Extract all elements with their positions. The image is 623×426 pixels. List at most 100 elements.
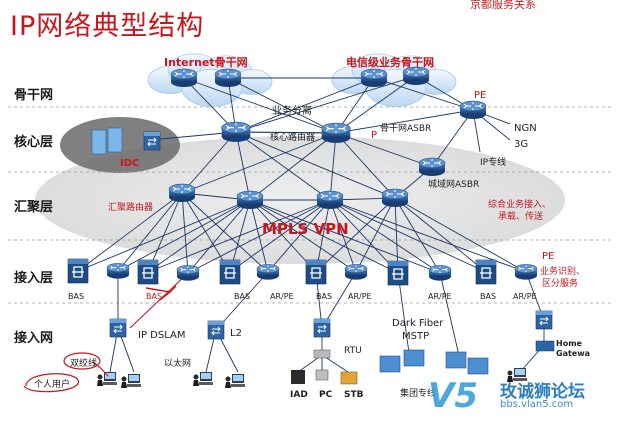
ip-private-label: IP专线 [480,158,507,168]
ar-pe-router-9 [428,264,452,282]
link-line [397,272,411,361]
link-line [117,192,183,272]
link-line [249,199,357,273]
link-line [187,199,251,274]
rtu-device [313,318,331,338]
link-line [249,199,317,273]
link-line [235,75,417,133]
metro-asbr-label: 城域网ASBR [428,180,480,190]
red-arrow [91,361,109,377]
enterprise-label: 集团专线 [400,389,437,399]
rtu-modem [313,349,331,359]
link-line [335,75,417,134]
user-pc-3 [225,374,245,388]
red-check-mark [145,285,177,301]
link-line [181,132,337,194]
mpls-vpn-label: MPLS VPN [262,220,349,238]
user-pc-0 [97,372,117,386]
personal-user-label: 个人用户 [34,380,71,390]
enterprise-building-3 [467,357,489,375]
link-line [335,132,433,168]
link-line [329,132,337,201]
link-line [77,199,251,272]
backbone-router-2 [360,68,388,88]
link-line [215,271,269,331]
link-line [315,197,396,273]
p-label: P [371,130,378,141]
link-line [235,131,337,134]
red-circle-twisted-pair [63,352,101,370]
agg-router-label: 汇聚路由器 [108,203,154,213]
user-pc-1 [121,374,141,388]
device-label: AR/PE [270,292,294,301]
pe-top-label: PE [474,90,487,101]
rtu-label: RTU [344,346,362,356]
device-label: AR/PE [428,292,452,301]
backbone-router-0 [170,68,198,88]
pe-router [459,100,487,120]
corner-text: 京都服务关系 [470,0,536,11]
link-line [321,271,357,329]
cloud-internet-label: Internet骨干网 [164,56,248,69]
bas-device-6 [305,259,327,285]
layer-backbone: 骨干网 [14,88,54,103]
home-gateway-label-1: Home [556,339,582,348]
enterprise-building-0 [379,355,401,373]
link-line [117,199,251,272]
ar-pe-router-5 [256,263,280,281]
ar-pe-router-7 [344,263,368,281]
link-line [187,199,331,274]
link-line [329,199,441,274]
link-line [249,199,441,274]
home-gateway-device [535,340,555,352]
aggregation-router-1 [236,190,264,210]
backbone-asbr-label: 骨干网ASBR [380,124,432,134]
link-line [181,192,269,273]
link-line [249,132,337,201]
device-label: BAS [234,292,251,301]
home-gateway-label-2: Gatewa [556,349,591,358]
g3-label: 3G [514,139,529,150]
link-line [394,197,441,274]
layer-access-net: 接入网 [14,331,54,346]
device-label: BAS [146,292,163,301]
link-line [149,131,237,141]
link-line [329,199,399,274]
core-router-0 [221,121,251,143]
aggregation-router-2 [316,190,344,210]
watermark-text: 玫诚狮论坛 [500,382,585,402]
stb-label: STB [344,390,364,400]
service-identify-label: 业务识别、 [540,267,586,277]
link-line [394,197,527,273]
device-label: AR/PE [348,292,372,301]
link-line [147,199,331,273]
link-line [394,197,399,274]
layer-core: 核心层 [14,135,54,150]
metro-asbr-router [418,157,446,177]
link-line [235,131,396,199]
idc-server-1 [107,127,123,153]
bas-device-2 [137,259,159,285]
layer-aggregation: 汇聚层 [14,200,54,215]
layer-access: 接入层 [14,271,54,286]
core-router-1 [321,122,351,144]
ip-dslam-label: IP DSLAM [138,330,186,341]
service-divide-label: 区分服务 [542,279,579,289]
ar-pe-router-1 [106,262,130,280]
twisted-pair-label: 双绞线 [70,359,98,369]
watermark-logo: V5 [428,376,478,416]
link-line [394,197,487,273]
backbone-router-1 [214,68,242,88]
link-line [249,199,399,274]
red-circle-user [23,373,79,393]
link-line [183,77,337,134]
link-line [147,199,251,273]
pe-access-label: PE [542,251,555,262]
idc-label: IDC [120,158,140,169]
enterprise-building-1 [403,349,425,367]
dark-fiber-label: Dark Fiber [392,318,444,329]
link-line [227,77,337,134]
link-line [335,109,474,134]
